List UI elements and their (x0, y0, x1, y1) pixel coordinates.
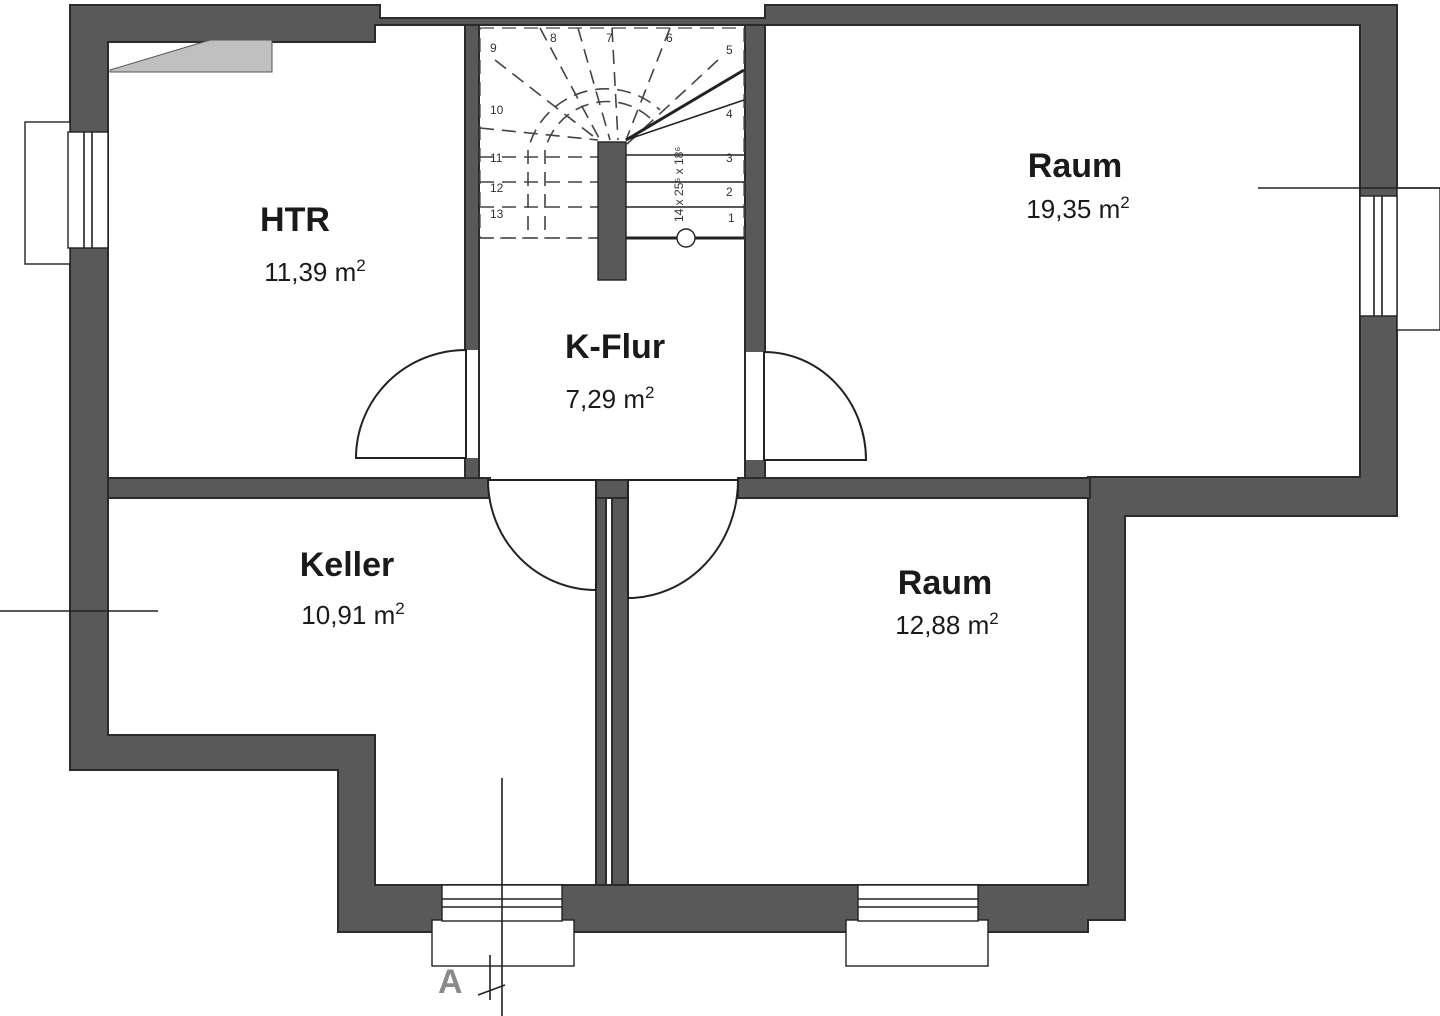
room-name: Raum (898, 564, 992, 602)
step-label: 11 (490, 151, 503, 165)
room-name: HTR (260, 201, 330, 239)
step-label: 10 (490, 103, 504, 117)
door-keller (486, 479, 597, 592)
section-line (477, 984, 506, 996)
room-raum-top: Raum 19,35 m2 (1026, 147, 1129, 224)
room-htr: HTR 11,39 m2 (260, 201, 366, 287)
step-label: 5 (726, 43, 733, 57)
room-name: Keller (300, 546, 395, 584)
stair-step-numbers: 1 2 3 4 5 6 7 8 9 10 11 12 13 14 x 25⁵ x… (490, 31, 735, 225)
step-label: 12 (490, 181, 504, 195)
door-raum-bottom (627, 479, 740, 600)
step-label: 6 (666, 31, 673, 45)
section-marker: A (438, 963, 463, 1001)
window-raum-bottom (845, 884, 989, 967)
stair-dimension-note: 14 x 25⁵ x 18⁶ (672, 147, 686, 222)
wall-kflur-raum-bottom (737, 477, 1091, 499)
step-label: 13 (490, 207, 504, 221)
wall-middle-cap (595, 479, 629, 499)
room-keller: Keller 10,91 m2 (300, 546, 405, 630)
door-htr (354, 348, 467, 459)
door-raum-top (763, 350, 868, 461)
step-label: 2 (726, 185, 733, 199)
room-area: 11,39 m2 (264, 256, 365, 287)
room-name: K-Flur (565, 328, 665, 366)
wall-middle-left (595, 479, 607, 886)
wall-htr-keller (107, 477, 491, 499)
step-label: 3 (726, 151, 733, 165)
room-name: Raum (1028, 147, 1122, 185)
room-area: 12,88 m2 (895, 609, 998, 640)
step-label: 8 (550, 31, 557, 45)
room-kflur: K-Flur 7,29 m2 (565, 328, 665, 414)
room-area: 10,91 m2 (301, 599, 404, 630)
htr-shaft (109, 39, 273, 73)
window-raum-right (1359, 187, 1440, 331)
wall-middle-right (611, 479, 629, 886)
staircase (479, 27, 745, 281)
window-htr-left (24, 121, 109, 265)
room-area: 7,29 m2 (566, 383, 655, 414)
room-raum-bottom: Raum 12,88 m2 (895, 564, 998, 640)
window-keller-bottom (431, 884, 575, 967)
step-label: 4 (726, 107, 733, 121)
step-label: 7 (606, 31, 613, 45)
step-label: 9 (490, 41, 497, 55)
room-area: 19,35 m2 (1026, 193, 1129, 224)
step-label: 1 (728, 211, 735, 225)
